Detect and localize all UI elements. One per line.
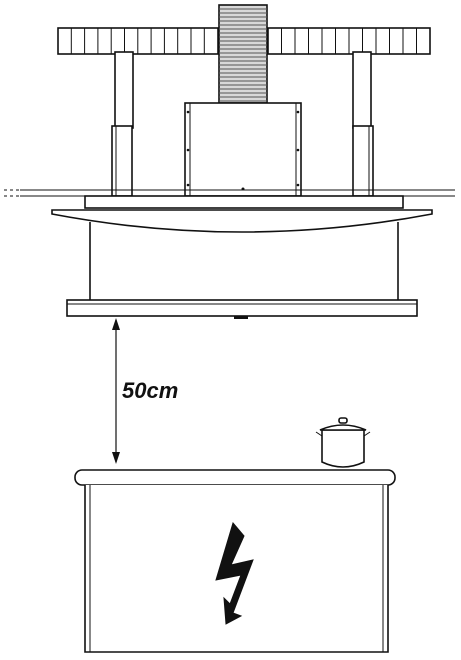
hood-bottom-panel (66, 299, 418, 319)
hood-body (89, 222, 399, 300)
motor-box (184, 102, 302, 197)
cooking-pot-icon (315, 417, 371, 468)
counter-top (74, 469, 396, 486)
ceiling-frame-right (267, 27, 431, 55)
dimension-arrow (112, 318, 120, 464)
exhaust-duct (218, 4, 268, 104)
support-post-left (111, 51, 134, 197)
lightning-bolt-icon (215, 521, 254, 625)
hood-top-plate (51, 195, 433, 233)
ceiling-frame (57, 27, 219, 55)
support-post-right (352, 51, 374, 197)
distance-label: 50cm (122, 378, 178, 403)
